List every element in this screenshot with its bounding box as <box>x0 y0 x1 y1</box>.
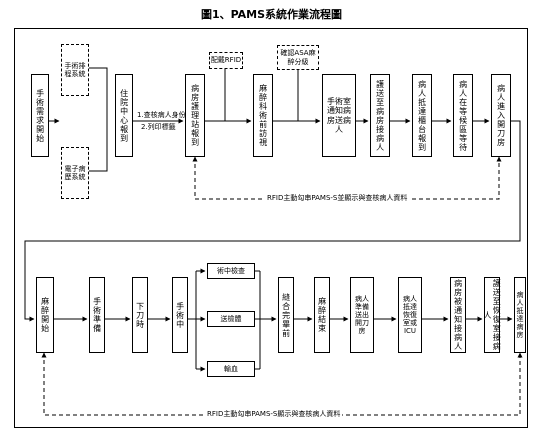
node-ward-notified: 病房被通知接病人 <box>450 277 466 353</box>
node-surgery-preparation: 手術準備 <box>89 277 105 353</box>
node-anesthesia-preop-visit: 麻醉科術前訪視 <box>253 74 273 157</box>
node-intraop-examination: 術中檢查 <box>207 263 255 279</box>
node-incision: 下刀時 <box>132 277 148 353</box>
node-ward-nurse-checkin: 病房護理站報到 <box>185 74 205 157</box>
line-schedule-to-checkin <box>87 67 108 121</box>
rfid-dashed-line-row2 <box>41 352 523 416</box>
node-wear-rfid: 配戴RFID <box>209 52 243 69</box>
node-before-closure: 縫合完畢前 <box>278 277 294 353</box>
node-patient-enters-or: 病人進入開刀房 <box>491 74 511 157</box>
node-patient-arrives-counter: 病人抵達櫃台報到 <box>412 74 432 157</box>
connector-row1-to-row2 <box>24 120 521 322</box>
line-order-to-checkin <box>87 121 108 172</box>
rfid-dashed-line-row1 <box>192 156 502 200</box>
node-surgery-request-start: 手術需求開始 <box>31 74 49 157</box>
label-verify-identity: 1.查核病人身份 <box>137 111 186 119</box>
node-admission-checkin: 住院中心報到 <box>115 74 133 157</box>
node-escort-from-recovery: 護送至恢復室接病人 <box>483 277 502 353</box>
node-during-surgery: 手術中 <box>172 277 188 353</box>
node-escort-from-ward: 護送至病房接病人 <box>370 74 390 157</box>
node-arrive-recovery-or-icu: 病人抵達恢復室或ICU <box>398 277 422 353</box>
flowchart-frame: 手術需求開始 手術排程系統 電子病歷系統 住院中心報到 1.查核病人身份 2.列… <box>14 28 528 428</box>
node-or-notifies-ward: 手術室通知病房送病人 <box>322 74 356 157</box>
node-confirm-asa-grade: 確認ASA麻醉分級 <box>277 45 319 70</box>
flow-connectors <box>24 67 523 416</box>
label-rfid-row2: RFID主動勾串PAMS-S顯示與查核病人資料 <box>205 410 343 419</box>
node-electronic-order-system: 電子病歷系統 <box>61 147 89 199</box>
node-patient-waiting-area: 病人在等候區等待 <box>453 74 473 157</box>
label-print-labels: 2.列印標籤 <box>141 123 176 131</box>
node-send-specimen: 送檢體 <box>207 311 255 327</box>
node-blood-transfusion: 輸血 <box>207 361 255 377</box>
label-rfid-row1: RFID主動勾串PAMS-S並顯示與查核病人資料 <box>265 194 410 203</box>
node-anesthesia-start: 麻醉開始 <box>36 277 54 353</box>
node-patient-arrives-ward: 病人抵達病房 <box>514 277 526 353</box>
node-anesthesia-end: 麻醉結束 <box>314 277 330 353</box>
node-surgery-schedule-system: 手術排程系統 <box>61 44 89 96</box>
page-title: 圖1、PAMS系統作業流程圖 <box>200 8 343 21</box>
node-prepare-leave-or: 病人準備送出開刀房 <box>350 277 374 353</box>
